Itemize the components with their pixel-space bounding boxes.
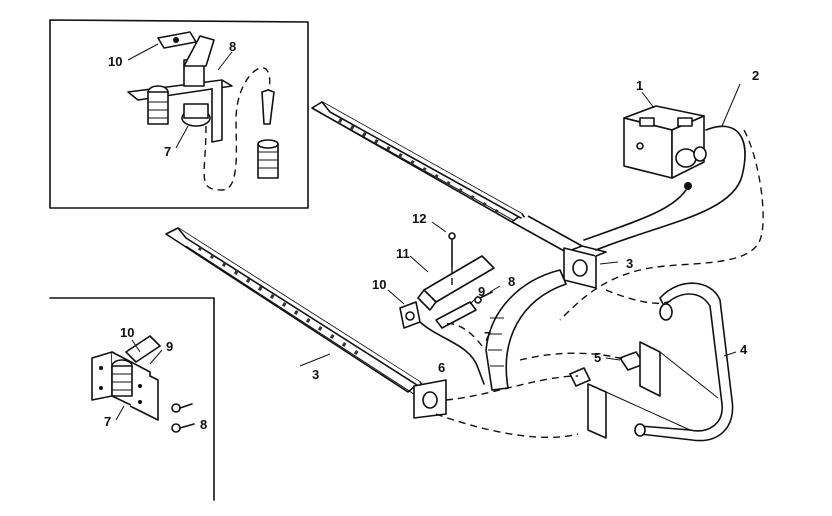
- callout-10-main: 10: [372, 277, 387, 292]
- callout-8-inset-top: 8: [229, 39, 237, 54]
- callout-4-bracket-tube: 4: [740, 342, 748, 357]
- callout-10-inset-top: 10: [108, 54, 123, 69]
- callout-9-main: 9: [478, 284, 486, 299]
- callout-10-inset-bottom: 10: [120, 325, 135, 340]
- callout-8-inset-bottom: 8: [200, 417, 208, 432]
- gas-valve: [623, 105, 707, 190]
- callout-7-inset-bottom: 7: [104, 414, 112, 429]
- manifold-tube: [485, 269, 567, 391]
- callout-5-orifice: 5: [594, 350, 602, 365]
- burner-lower: [165, 227, 447, 419]
- callout-3-lower-burner: 3: [312, 367, 320, 382]
- burner-upper: [311, 101, 619, 289]
- callout-6: 6: [438, 360, 446, 375]
- pilot-assembly-main: [387, 221, 501, 385]
- pilot-tube: [583, 189, 687, 241]
- inset-pilot-assembly-top: [49, 19, 309, 209]
- supply-tube: [595, 125, 746, 251]
- callout-8-main: 8: [508, 274, 516, 289]
- callout-11-pilot-shield: 11: [396, 246, 410, 261]
- orifice-and-bracket: [569, 282, 737, 442]
- callout-2-supply-tube: 2: [752, 68, 760, 83]
- callout-1-gas-valve: 1: [636, 78, 644, 93]
- callout-12-screw: 12: [412, 211, 427, 226]
- callout-3-upper-burner: 3: [626, 256, 634, 271]
- callout-7-inset-top: 7: [164, 144, 172, 159]
- inset-pilot-assembly-bottom: [49, 297, 215, 501]
- callout-9-inset-bottom: 9: [166, 339, 174, 354]
- dashed-connection-lines: [435, 129, 764, 439]
- callout-7-main: 7: [484, 329, 492, 344]
